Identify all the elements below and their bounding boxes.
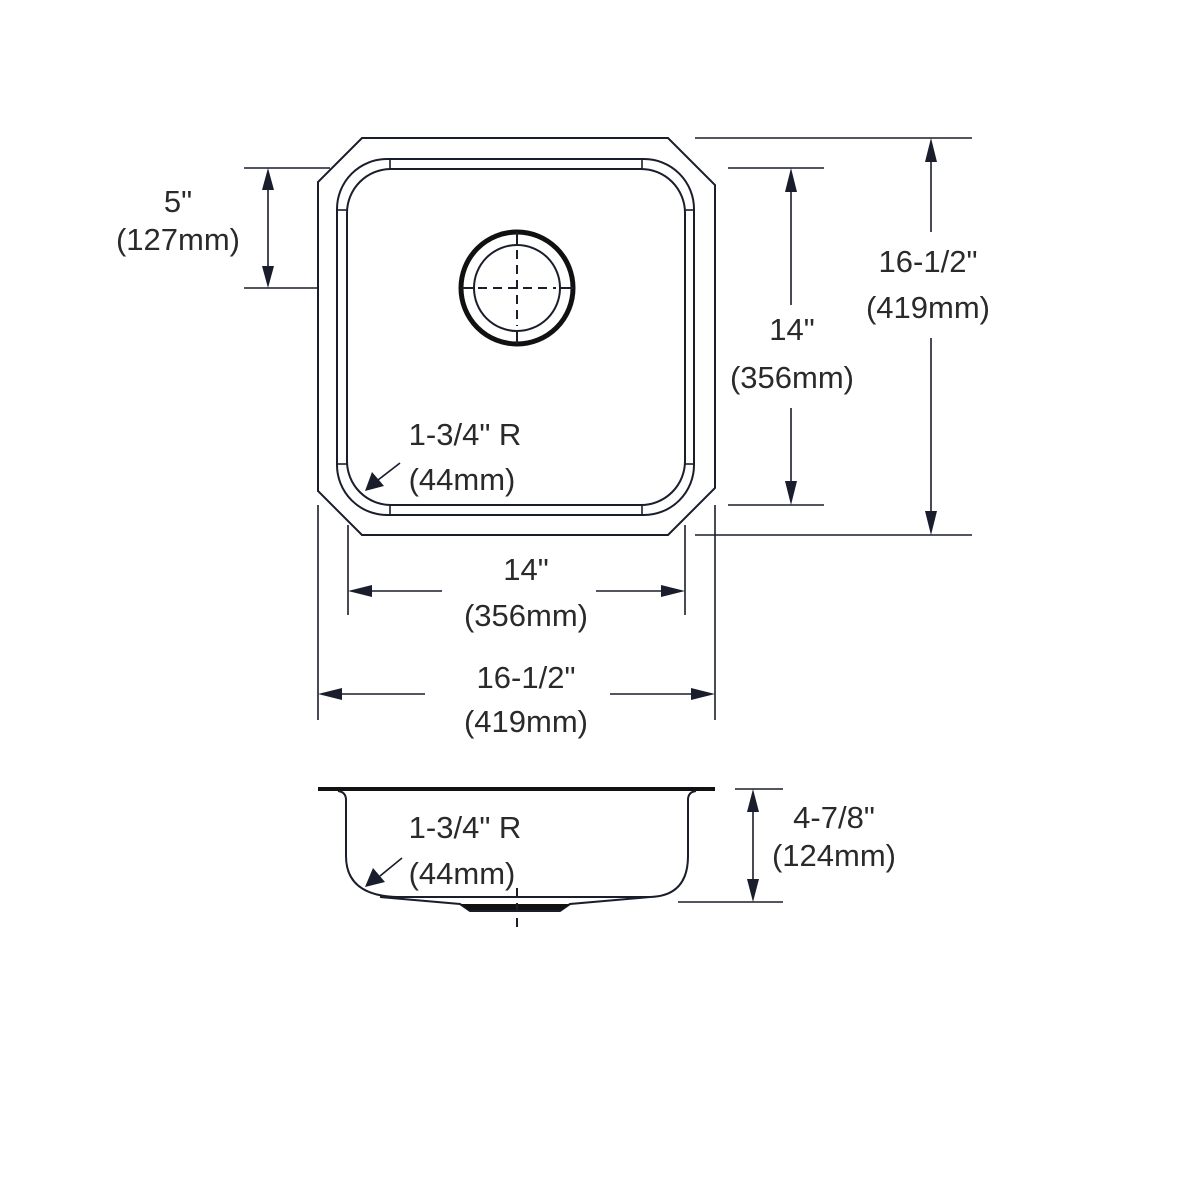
top-view: 5" (127mm) 14" (356mm) 16-1/2" (419mm) — [116, 137, 990, 739]
bowl-depth-dimension: 4-7/8" (124mm) — [678, 788, 896, 903]
arrow-icon — [365, 472, 384, 491]
overall-width-mm: (419mm) — [464, 704, 588, 739]
arrow-up-icon — [925, 138, 937, 162]
drain-offset-mm: (127mm) — [116, 222, 240, 257]
arrow-right-icon — [691, 688, 715, 700]
overall-width-inches: 16-1/2" — [477, 660, 576, 695]
drain-offset-dimension: 5" (127mm) — [116, 167, 330, 289]
bowl-length-dimension: 14" (356mm) — [728, 167, 854, 506]
drain-offset-inches: 5" — [164, 184, 192, 219]
arrow-down-icon — [925, 511, 937, 535]
bowl-depth-mm: (124mm) — [772, 838, 896, 873]
corner-radius-callout: 1-3/4" R (44mm) — [365, 417, 521, 497]
arrow-up-icon — [785, 168, 797, 192]
bowl-rim-outer — [336, 158, 695, 516]
bowl-depth-inches: 4-7/8" — [793, 800, 875, 835]
side-drain-flange — [379, 896, 651, 912]
arrow-left-icon — [318, 688, 342, 700]
bowl-length-inches: 14" — [769, 312, 815, 347]
bowl-length-mm: (356mm) — [730, 360, 854, 395]
side-corner-radius-callout: 1-3/4" R (44mm) — [365, 810, 521, 891]
side-corner-radius-inches: 1-3/4" R — [409, 810, 522, 845]
bowl-width-inches: 14" — [503, 552, 549, 587]
overall-length-inches: 16-1/2" — [879, 244, 978, 279]
overall-length-mm: (419mm) — [866, 290, 990, 325]
arrow-left-icon — [348, 585, 372, 597]
arrow-down-icon — [747, 879, 759, 902]
side-corner-radius-mm: (44mm) — [409, 856, 516, 891]
drain-icon — [458, 229, 576, 347]
side-bowl-profile — [337, 790, 697, 898]
overall-length-dimension: 16-1/2" (419mm) — [695, 137, 990, 536]
bowl-width-mm: (356mm) — [464, 598, 588, 633]
arrow-icon — [365, 868, 385, 887]
corner-radius-mm: (44mm) — [409, 462, 516, 497]
arrow-up-icon — [747, 789, 759, 812]
side-view: 1-3/4" R (44mm) 4-7/8" (124mm) — [318, 787, 896, 930]
bowl-inner — [346, 168, 686, 506]
bowl-width-dimension: 14" (356mm) — [347, 525, 686, 633]
corner-radius-inches: 1-3/4" R — [409, 417, 522, 452]
overall-width-dimension: 16-1/2" (419mm) — [317, 505, 716, 739]
side-drain-body — [460, 904, 570, 910]
arrow-up-icon — [262, 168, 274, 190]
arrow-down-icon — [262, 266, 274, 288]
arrow-right-icon — [661, 585, 685, 597]
arrow-down-icon — [785, 481, 797, 505]
sink-flange-outline — [317, 137, 716, 536]
